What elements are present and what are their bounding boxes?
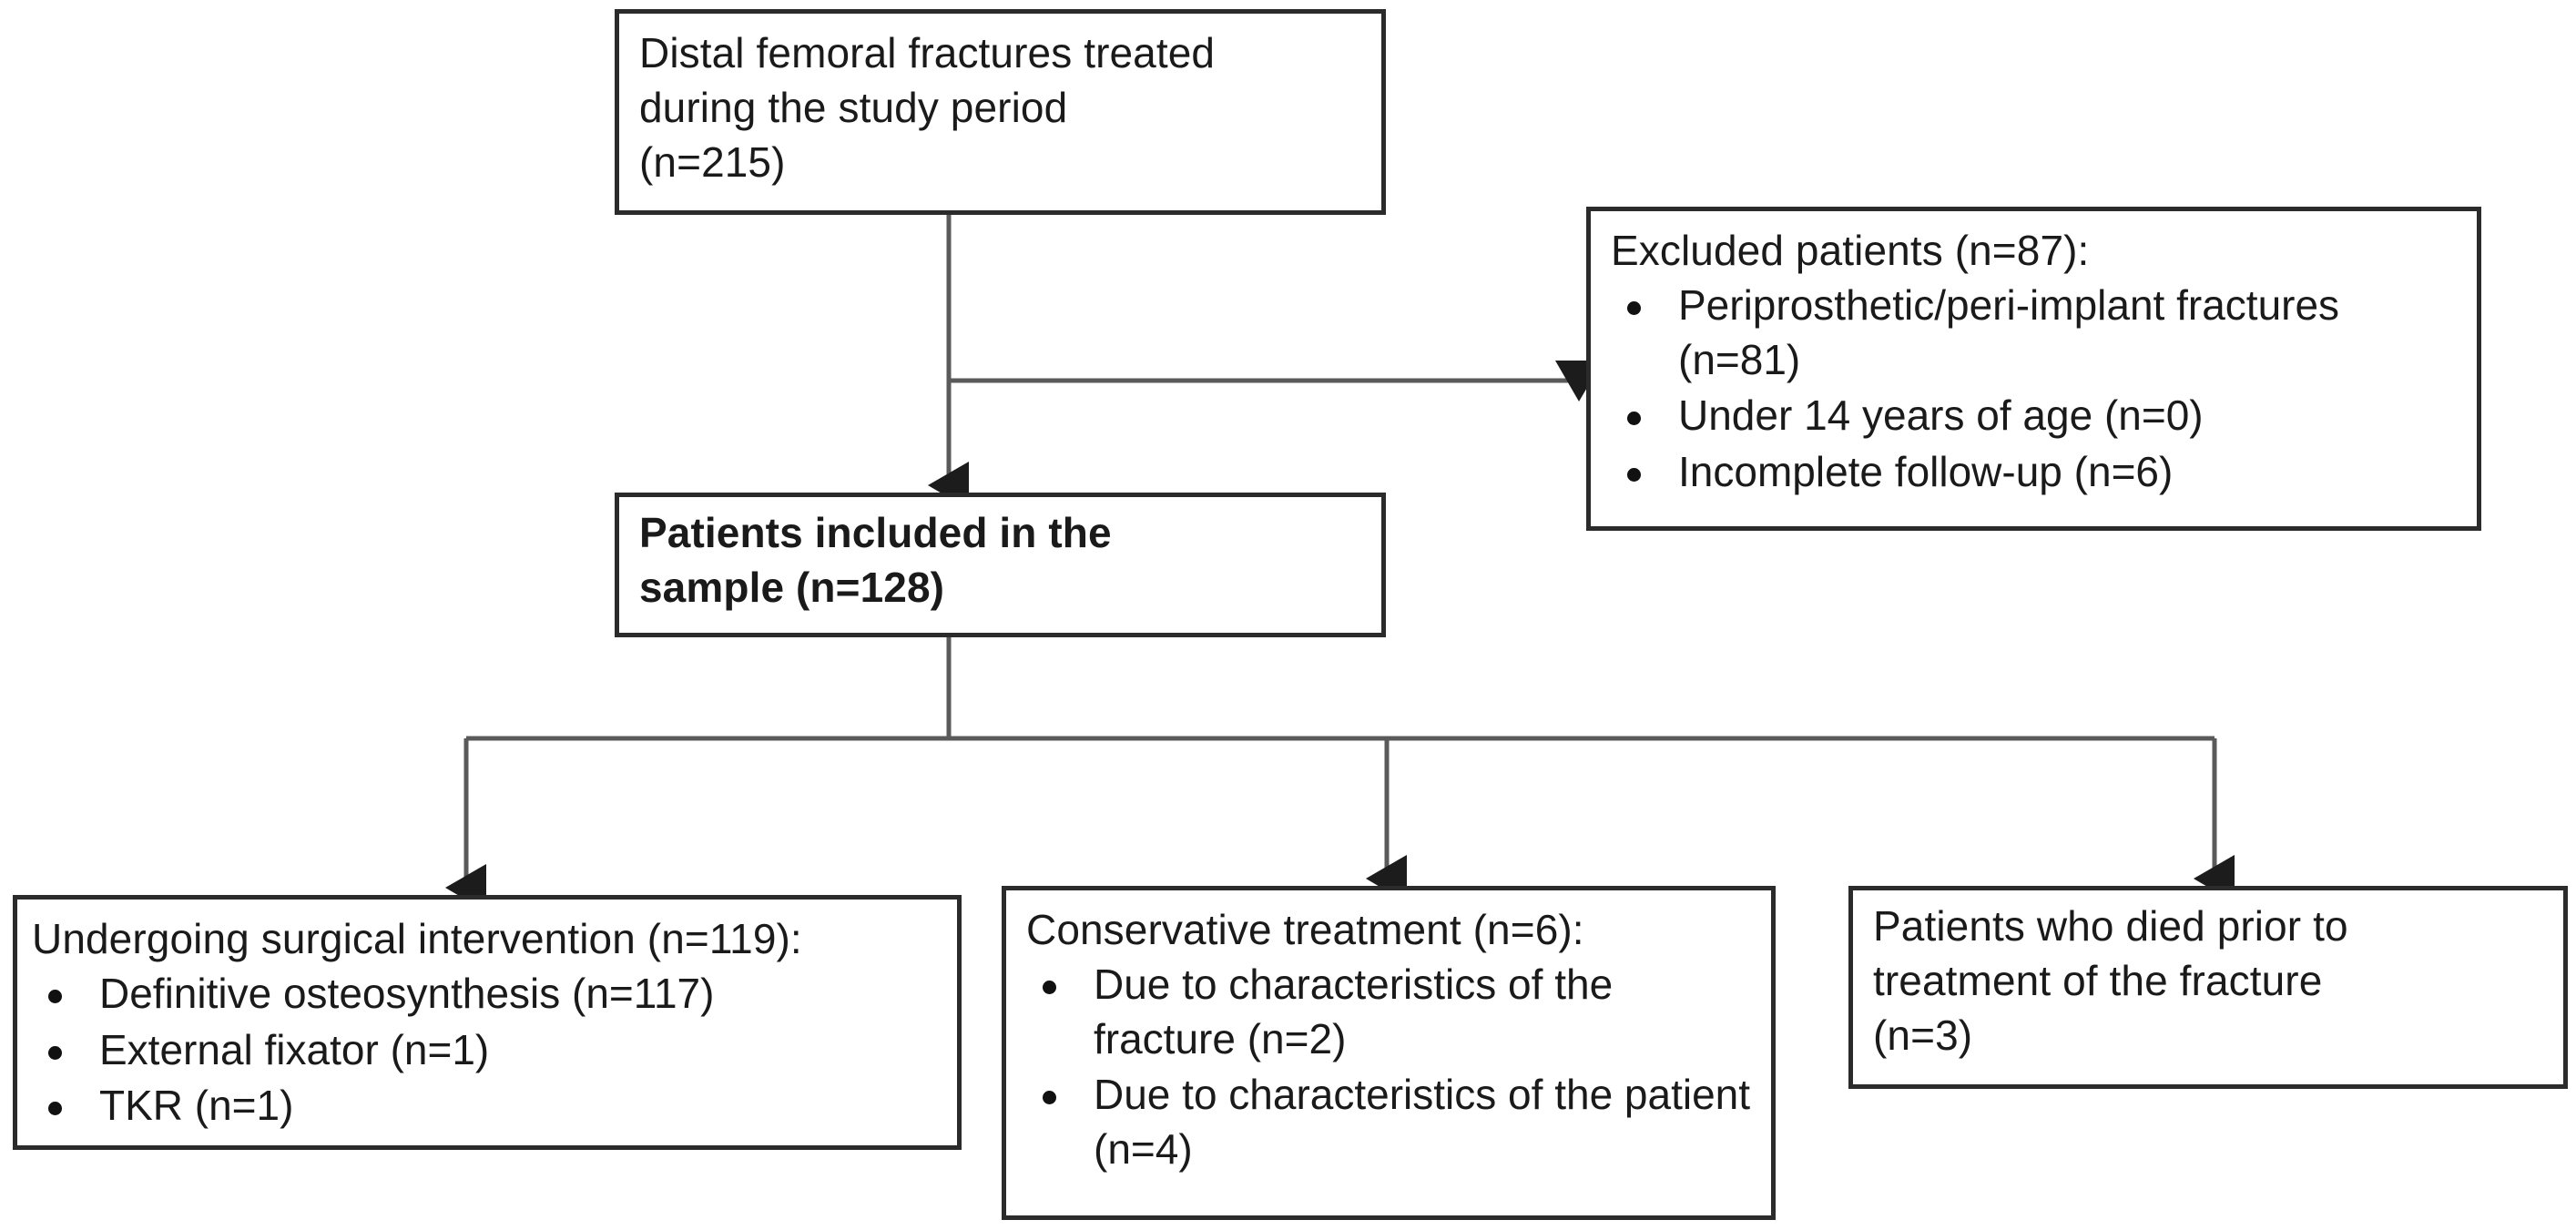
list-item: Due to characteristics of the patient (n… [1026, 1068, 1755, 1177]
list-item: Incomplete follow-up (n=6) [1611, 445, 2460, 500]
list-item: Definitive osteosynthesis (n=117) [32, 967, 941, 1022]
list-item: TKR (n=1) [32, 1079, 941, 1133]
conservative-treatment-list: Due to characteristics of the fracture (… [1026, 958, 1755, 1177]
source-population-box: Distal femoral fractures treated during … [615, 9, 1386, 215]
conservative-treatment-box: Conservative treatment (n=6): Due to cha… [1002, 886, 1776, 1220]
source-population-text: Distal femoral fractures treated during … [639, 29, 1216, 186]
list-item: Due to characteristics of the fracture (… [1026, 958, 1755, 1067]
list-item: Under 14 years of age (n=0) [1611, 389, 2460, 443]
surgical-intervention-heading: Undergoing surgical intervention (n=119)… [32, 915, 802, 962]
died-before-treatment-text: Patients who died prior to treatment of … [1873, 902, 2348, 1059]
list-item: Periprosthetic/peri-implant fractures (n… [1611, 279, 2460, 388]
excluded-patients-box: Excluded patients (n=87): Periprosthetic… [1586, 207, 2481, 531]
died-before-treatment-box: Patients who died prior to treatment of … [1848, 886, 2568, 1089]
excluded-patients-heading: Excluded patients (n=87): [1611, 227, 2090, 274]
included-sample-text: Patients included in the sample (n=128) [639, 509, 1112, 611]
conservative-treatment-heading: Conservative treatment (n=6): [1026, 906, 1584, 953]
surgical-intervention-list: Definitive osteosynthesis (n=117) Extern… [32, 967, 941, 1133]
surgical-intervention-box: Undergoing surgical intervention (n=119)… [13, 895, 962, 1150]
excluded-patients-list: Periprosthetic/peri-implant fractures (n… [1611, 279, 2460, 500]
included-sample-box: Patients included in the sample (n=128) [615, 493, 1386, 637]
list-item: External fixator (n=1) [32, 1023, 941, 1078]
